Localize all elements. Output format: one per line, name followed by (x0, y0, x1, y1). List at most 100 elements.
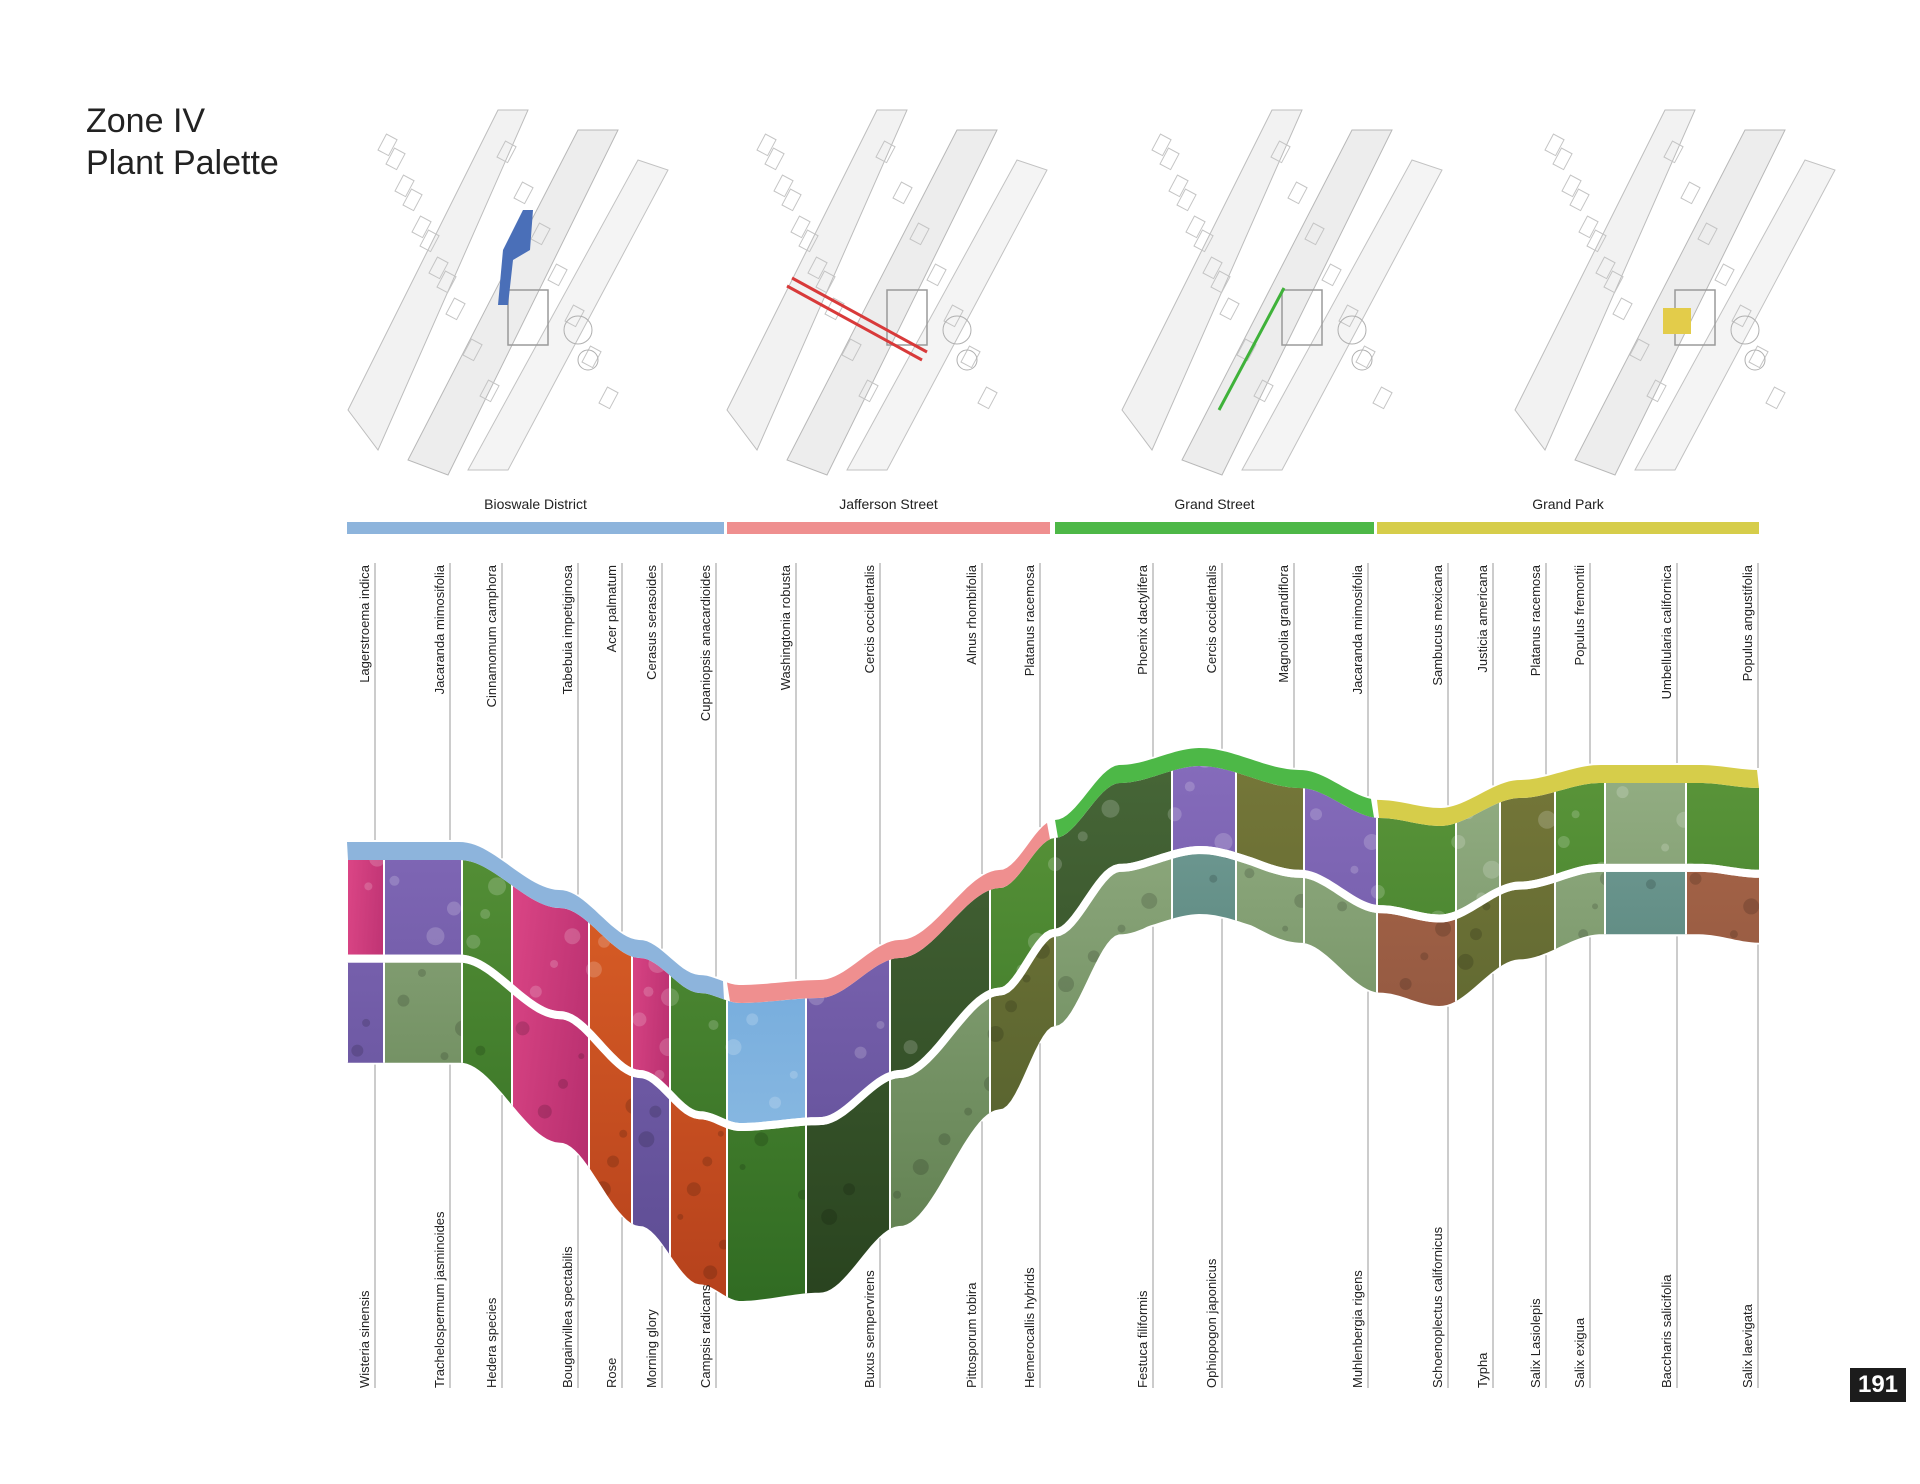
plant-label-bottom: Pittosporum tobira (964, 1282, 979, 1388)
photo-texture (616, 920, 623, 927)
photo-texture (426, 927, 445, 946)
photo-texture (1469, 928, 1482, 941)
photo-texture (681, 863, 690, 872)
plant-label-bottom: Campsis radicans (698, 1284, 713, 1388)
photo-texture (385, 774, 398, 787)
photo-texture (1245, 977, 1260, 992)
photo-texture (498, 1202, 510, 1214)
ribbon-stripe-4 (1377, 765, 1759, 826)
photo-texture (356, 1117, 371, 1123)
photo-texture (1600, 976, 1609, 985)
photo-texture (961, 1206, 975, 1220)
photo-texture (1661, 843, 1670, 852)
photo-texture (1259, 742, 1267, 750)
photo-texture (1697, 1187, 1705, 1195)
photo-texture (1029, 733, 1043, 747)
photo-texture (1564, 954, 1579, 969)
site-plan-group (347, 109, 1836, 476)
photo-texture (1077, 831, 1088, 842)
photo-texture (488, 877, 507, 896)
photo-texture (1378, 1003, 1395, 1020)
photo-texture (1512, 1214, 1529, 1231)
plant-label-top: Platanus racemosa (1528, 564, 1543, 676)
photo-texture (613, 1229, 627, 1243)
photo-texture (1264, 951, 1275, 962)
plant-label-top: Cerasus serasoides (644, 565, 659, 680)
photo-texture (739, 803, 750, 814)
photo-texture (1731, 1039, 1744, 1052)
photo-texture (663, 838, 677, 852)
photo-texture (584, 1262, 593, 1271)
photo-texture (895, 830, 908, 843)
photo-texture (1092, 1150, 1108, 1166)
photo-texture (845, 732, 861, 748)
photo-texture (1269, 1161, 1282, 1174)
page-title: Zone IV Plant Palette (86, 100, 279, 184)
plant-label-bottom: Salix exigua (1572, 1317, 1587, 1388)
photo-texture (345, 1143, 363, 1161)
photo-texture (1492, 1185, 1504, 1197)
photo-texture (607, 1264, 624, 1281)
photo-texture (1245, 1177, 1263, 1195)
photo-texture (578, 1053, 585, 1060)
photo-texture (1699, 736, 1711, 748)
photo-texture (1318, 1127, 1336, 1145)
photo-texture (607, 1155, 620, 1168)
photo-texture (1537, 1262, 1551, 1276)
zone-header-label: Grand Street (1174, 496, 1254, 512)
photo-texture (647, 787, 653, 793)
photo-texture (1466, 1169, 1473, 1176)
photo-texture (1625, 1104, 1644, 1123)
photo-texture (616, 878, 633, 895)
photo-texture (1538, 953, 1545, 960)
zone-header-label: Bioswale District (484, 496, 587, 512)
photo-texture (521, 1231, 538, 1248)
photo-texture (1513, 766, 1524, 770)
photo-texture (426, 728, 440, 742)
photo-texture (1515, 1119, 1522, 1126)
photo-texture (470, 1144, 486, 1160)
photo-texture (1131, 1243, 1146, 1258)
photo-texture (1233, 1208, 1243, 1218)
photo-texture (646, 745, 662, 761)
photo-texture (550, 959, 559, 968)
photo-texture (1606, 986, 1613, 993)
plant-label-top: Cercis occidentalis (862, 565, 877, 674)
photo-texture (698, 946, 707, 955)
photo-texture (1068, 1182, 1076, 1190)
photo-texture (656, 828, 673, 845)
photo-texture (1610, 1136, 1620, 1146)
page-number: 191 (1850, 1368, 1906, 1402)
photo-texture (353, 799, 362, 808)
photo-texture (1363, 833, 1380, 850)
photo-texture (364, 882, 373, 891)
photo-texture (761, 782, 777, 798)
plant-label-bottom: Hedera species (484, 1297, 499, 1388)
photo-texture (523, 775, 534, 786)
photo-texture (1213, 724, 1227, 738)
photo-texture (1405, 1187, 1420, 1202)
photo-texture (1270, 1269, 1287, 1286)
photo-texture (796, 721, 806, 731)
photo-texture (1420, 952, 1429, 961)
photo-texture (657, 720, 669, 732)
photo-texture (769, 1096, 782, 1109)
photo-texture (1592, 903, 1599, 910)
photo-texture (781, 756, 793, 768)
photo-texture (1576, 1129, 1590, 1143)
photo-texture (688, 727, 696, 735)
photo-texture (1197, 1110, 1212, 1125)
photo-texture (1041, 1057, 1050, 1066)
photo-texture (940, 772, 957, 789)
photo-texture (1023, 723, 1039, 739)
site-plan-4 (1514, 109, 1836, 476)
photo-texture (1479, 1102, 1492, 1115)
photo-texture (1302, 1053, 1319, 1070)
photo-texture (1691, 981, 1708, 998)
photo-texture (1503, 1246, 1512, 1255)
photo-texture (1571, 810, 1580, 819)
photo-texture (1239, 1218, 1248, 1227)
photo-texture (541, 1205, 554, 1218)
photo-texture (1680, 1272, 1691, 1283)
plant-label-top: Populus angustifolia (1740, 564, 1755, 681)
